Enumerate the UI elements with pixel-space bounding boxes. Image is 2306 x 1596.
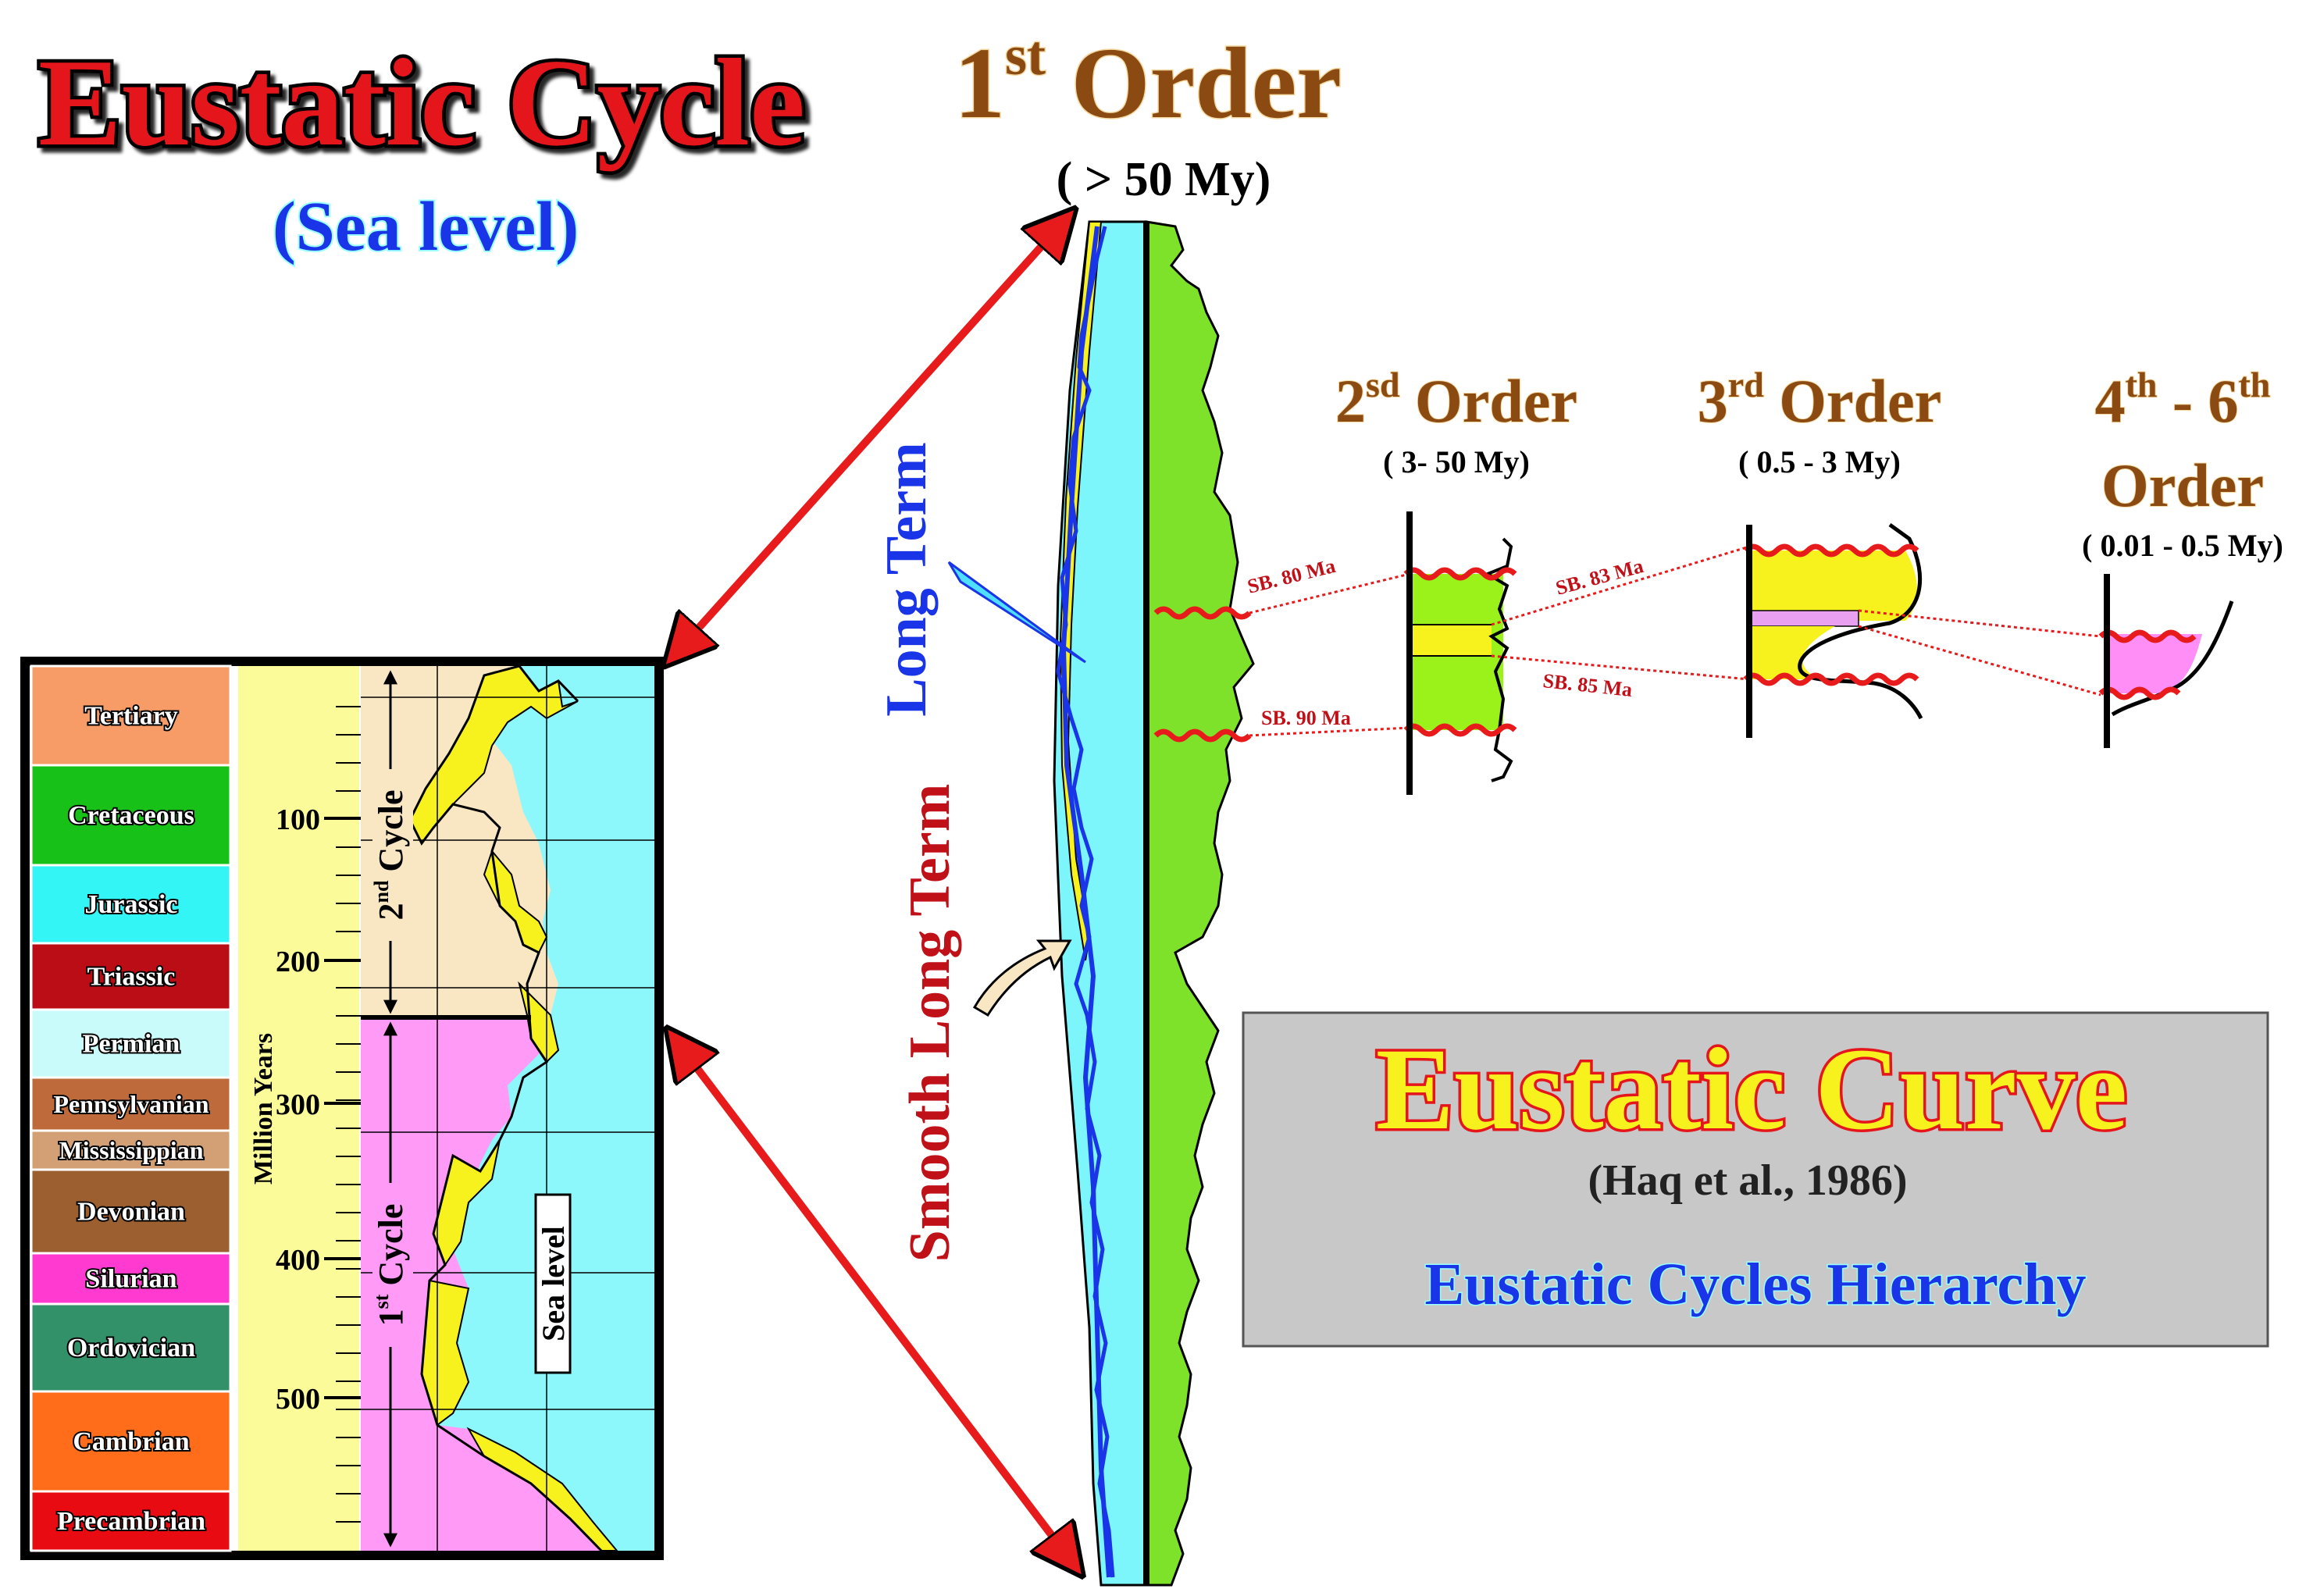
time-tick-label: 400: [276, 1244, 320, 1277]
long-term-label: Long Term: [875, 442, 939, 717]
first-cycle-label: 1st Cycle: [370, 1183, 413, 1347]
curve-box-reference: (Haq et al., 1986): [1588, 1156, 1907, 1205]
period-band: [30, 1490, 232, 1552]
first-order-title: 1st Order: [954, 24, 1342, 140]
sea-level-curve: [408, 664, 603, 1552]
first-order-column: [1053, 220, 1255, 1587]
period-band: [30, 764, 232, 867]
period-band: [30, 664, 232, 767]
zoom-arrow-top: [670, 215, 1070, 660]
sb85-label: SB. 85 Ma: [1541, 669, 1633, 701]
period-label: Devonian: [77, 1198, 185, 1227]
second-order-column: [1403, 511, 1517, 795]
smooth-long-term-label: Smooth Long Term: [898, 784, 962, 1263]
period-label: Silurian: [85, 1265, 176, 1294]
sea-level-tag: Sea level: [534, 1193, 572, 1374]
period-label: Cambrian: [73, 1427, 189, 1456]
period-band: [30, 1252, 232, 1306]
second-order-range: ( 3- 50 My): [1383, 444, 1530, 479]
fourth-order-range: ( 0.01 - 0.5 My): [2082, 528, 2283, 563]
fourth-order-title-line2: Order: [2101, 451, 2264, 519]
svg-text:1st Cycle: 1st Cycle: [370, 1204, 410, 1327]
period-label: Triassic: [87, 963, 176, 992]
boundary-lines: [1153, 572, 1410, 743]
svg-text:2nd Cycle: 2nd Cycle: [370, 790, 410, 921]
sb80-label: SB. 80 Ma: [1245, 554, 1337, 598]
first-order-range: ( > 50 My): [1057, 153, 1271, 206]
time-ticks: 100 200 300 400 500: [276, 706, 361, 1523]
third-order-column: [1743, 522, 1923, 738]
main-subtitle: (Sea level): [273, 188, 579, 265]
time-tick-label: 100: [276, 803, 320, 836]
fourth-order-column: [2098, 574, 2234, 748]
zoom-arrow-bottom: [672, 1035, 1078, 1569]
main-title: Eustatic Cycle: [38, 33, 805, 172]
period-band: [30, 864, 232, 945]
period-label: Cretaceous: [68, 801, 194, 830]
boundary-lines-2: [1491, 545, 1750, 681]
time-chart: TertiaryCretaceousJurassicTriassicPermia…: [20, 657, 664, 1560]
svg-text:Sea level: Sea level: [536, 1226, 571, 1341]
long-term-curve: [1056, 226, 1115, 1578]
period-band: [30, 1302, 232, 1393]
third-order-title: 3rd Order: [1698, 365, 1941, 435]
sea-level-area: [437, 666, 654, 1551]
time-tick-label: 200: [276, 946, 320, 978]
time-axis-label: Million Years: [249, 1033, 278, 1185]
second-order-title: 2sd Order: [1335, 365, 1577, 435]
period-label: Tertiary: [84, 702, 178, 731]
period-band: [30, 1129, 232, 1171]
chart-gridlines: [361, 666, 654, 1551]
period-label: Pennsylvanian: [53, 1090, 209, 1118]
time-tick-label: 500: [276, 1383, 320, 1416]
time-tick-label: 300: [276, 1088, 320, 1121]
eustatic-curve-box: Eustatic Curve (Haq et al., 1986) Eustat…: [1242, 1011, 2269, 1348]
period-label: Precambrian: [57, 1507, 205, 1536]
long-term-pointer: [947, 561, 1086, 664]
boundary-lines-3: [1858, 609, 2101, 696]
sb90-label: SB. 90 Ma: [1261, 707, 1351, 729]
period-label: Ordovician: [67, 1334, 195, 1363]
curve-box-subtitle: Eustatic Cycles Hierarchy: [1424, 1252, 2086, 1317]
curve-box-title: Eustatic Curve: [1376, 1024, 2127, 1154]
fourth-order-title: 4th - 6th: [2095, 365, 2271, 435]
period-band: [30, 1008, 232, 1079]
smooth-long-term-pointer: [972, 939, 1072, 1017]
second-cycle-label: 2nd Cycle: [370, 769, 413, 941]
third-order-range: ( 0.5 - 3 My): [1738, 444, 1901, 479]
period-label: Mississippian: [59, 1136, 204, 1164]
period-label: Permian: [83, 1030, 180, 1059]
time-axis-strip: [238, 666, 359, 1551]
period-band: [30, 1390, 232, 1493]
period-column: TertiaryCretaceousJurassicTriassicPermia…: [30, 664, 232, 1552]
period-label: Jurassic: [85, 890, 178, 919]
first-order-land: [1145, 220, 1255, 1587]
